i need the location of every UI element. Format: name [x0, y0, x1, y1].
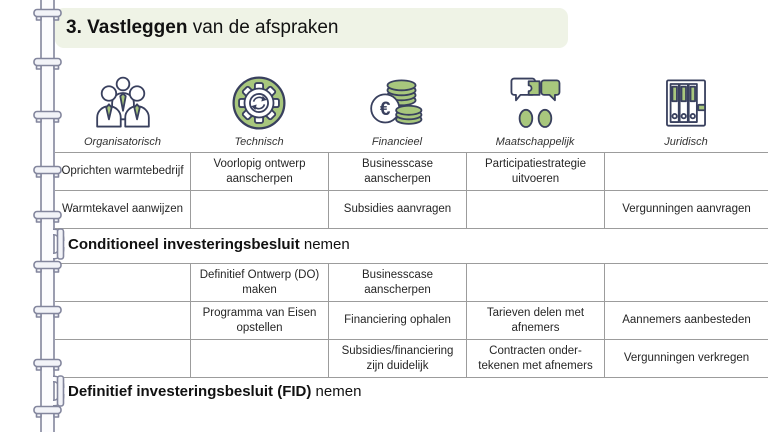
table-cell: Voorlopig ontwerp aanscherpen [190, 152, 328, 190]
table-cell: Participatiestrategie uitvoeren [466, 152, 604, 190]
category-label: Maatschappelijk [495, 136, 575, 148]
page-title-bold: 3. Vastleggen [66, 17, 188, 38]
category-maatschappelijk: Maatschappelijk [466, 62, 604, 150]
milestone-rest-text: nemen [311, 383, 362, 400]
category-financieel: € Financieel [328, 62, 466, 150]
milestone-bold-text: Conditioneel investeringsbesluit [68, 236, 300, 253]
actions-table-phase2: Definitief Ontwerp (DO) maken Businessca… [55, 263, 768, 378]
euro-coins-icon: € [370, 79, 423, 125]
table-cell: Warmtekavel aanwijzen [55, 190, 190, 228]
category-label: Technisch [234, 136, 284, 148]
page-title: 3. Vastleggen van de afspraken [55, 8, 568, 48]
table-cell: Oprichten warmtebedrijf [55, 152, 190, 190]
pipe-branch-1 [50, 228, 65, 260]
speech-puzzle-icon [510, 77, 561, 128]
pipe-branch-2 [50, 375, 65, 407]
table-cell: Definitief Ontwerp (DO) maken [190, 263, 328, 301]
table-cell [466, 263, 604, 301]
svg-text:€: € [380, 99, 391, 120]
category-label: Financieel [371, 136, 423, 148]
table-cell [190, 190, 328, 228]
team-icon [95, 76, 150, 128]
table-cell: Programma van Eisen opstellen [190, 301, 328, 339]
page-title-rest: van de afspraken [187, 17, 339, 38]
category-label: Organisatorisch [83, 136, 162, 148]
table-cell [55, 263, 190, 301]
category-label: Juridisch [664, 136, 708, 148]
table-cell: Tarieven delen met afnemers [466, 301, 604, 339]
table-cell: Vergunningen aanvragen [604, 190, 768, 228]
milestone-bold-text: Definitief investeringsbesluit (FID) [68, 383, 312, 400]
table-cell: Subsidies/financiering zijn duidelijk [328, 339, 466, 377]
actions-table-phase1: Oprichten warmtebedrijf Voorlopig ontwer… [55, 152, 768, 229]
table-cell: Contracten onder-tekenen met afnemers [466, 339, 604, 377]
table-cell: Subsidies aanvragen [328, 190, 466, 228]
table-cell: Financiering ophalen [328, 301, 466, 339]
category-juridisch: Juridisch [604, 62, 768, 150]
table-cell [190, 339, 328, 377]
table-cell [466, 190, 604, 228]
table-cell [55, 339, 190, 377]
binders-icon [666, 79, 706, 127]
table-cell [55, 301, 190, 339]
table-cell: Businesscase aanscherpen [328, 152, 466, 190]
milestone-definitief-investeringsbesluit-fid: Definitief investeringsbesluit (FID) nem… [68, 379, 361, 405]
table-cell: Aannemers aanbesteden [604, 301, 768, 339]
gear-cycle-icon [232, 76, 286, 130]
table-cell [604, 263, 768, 301]
category-technisch: Technisch [190, 62, 328, 150]
milestone-conditioneel-investeringsbesluit: Conditioneel investeringsbesluit nemen [68, 232, 350, 258]
category-organisatorisch: Organisatorisch [55, 62, 190, 150]
table-cell: Vergunningen verkregen [604, 339, 768, 377]
milestone-rest-text: nemen [299, 236, 350, 253]
category-header-row: Organisatorisch [55, 62, 768, 150]
pipe-decoration [33, 0, 65, 432]
table-cell [604, 152, 768, 190]
table-cell: Businesscase aanscherpen [328, 263, 466, 301]
